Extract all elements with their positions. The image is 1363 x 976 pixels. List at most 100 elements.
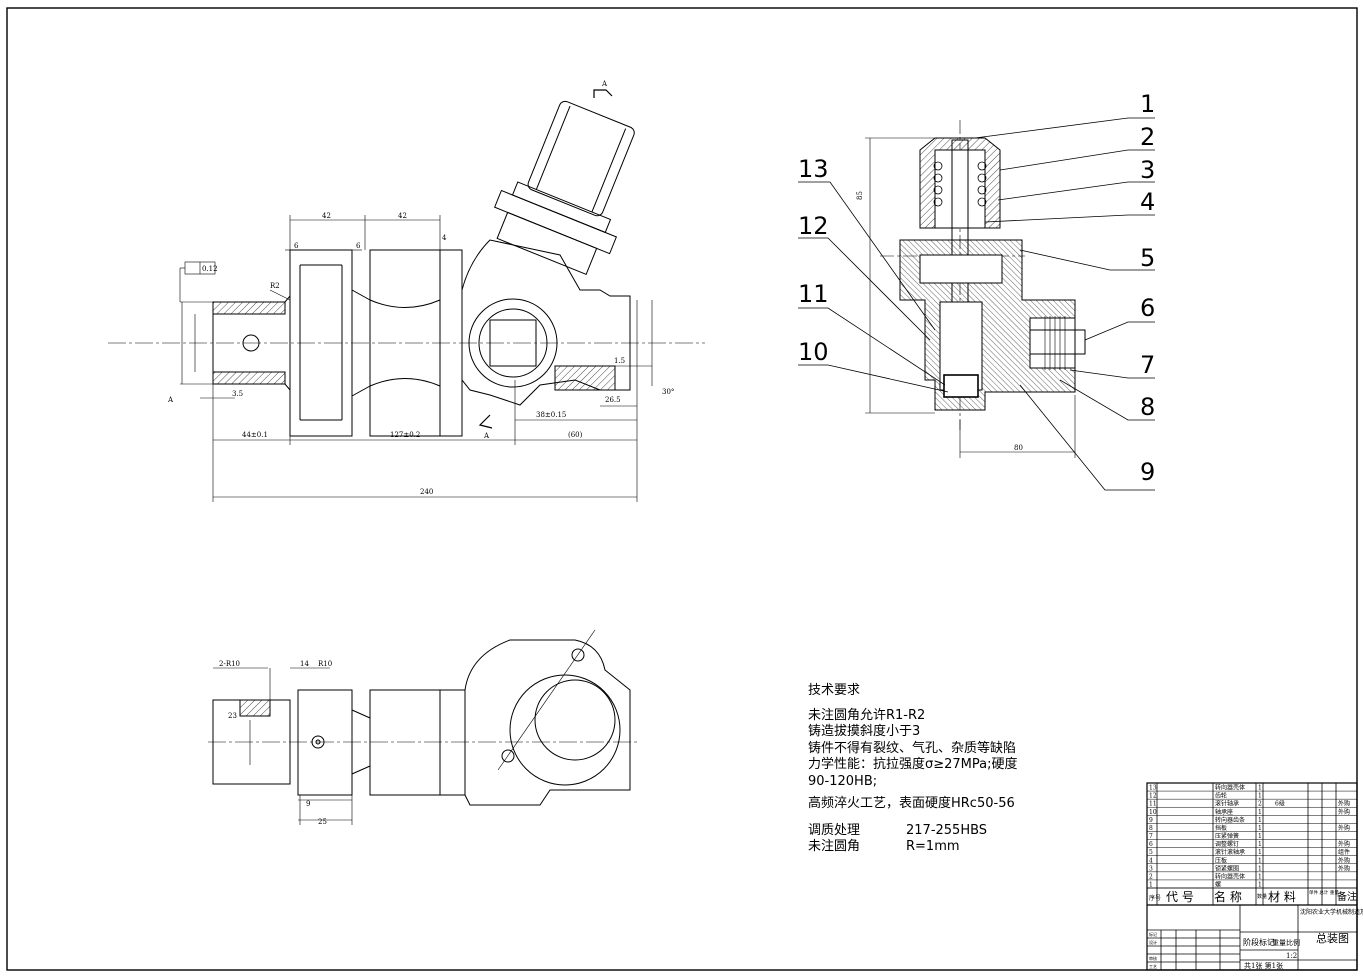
tech-req-treatment: 调质处理 217-255HBS (808, 823, 1138, 840)
role-review: 审核 (1149, 955, 1157, 961)
dim-240: 240 (420, 488, 433, 496)
tech-req-line-4: 力学性能：抗拉强度σ≥27MPa;硬度 (808, 757, 1018, 772)
bom-cell-note: 外购 (1338, 808, 1350, 816)
pinion-square (489, 319, 537, 367)
bom-cell-name: 轴承座 (1215, 808, 1233, 816)
pinion-bore-outer (468, 298, 558, 388)
tech-req-fillet: 未注圆角 R=1mm (808, 839, 1138, 856)
callout-6: 6 (1140, 294, 1155, 322)
pinion-bore-inner (478, 308, 548, 378)
bom-hdr-no: 序号 (1149, 894, 1161, 902)
callout-1: 1 (1140, 90, 1155, 118)
bom-cell-no: 1 (1149, 882, 1153, 889)
bom-hdr-name: 名 称 (1214, 889, 1242, 904)
dim-1-5: 1.5 (614, 357, 625, 365)
bom-cell-qty: 1 (1258, 865, 1262, 872)
rack-end-hatch-top (212, 301, 286, 315)
bom-cell-no: 3 (1149, 865, 1153, 872)
callout-3: 3 (1140, 156, 1155, 184)
spring-coils (933, 161, 987, 207)
dim-85: 85 (856, 191, 864, 200)
section-mark-bottom (478, 414, 493, 429)
sheet-count: 共1张 第1张 (1244, 961, 1283, 970)
bom-cell-name: 齿轮 (1215, 792, 1227, 800)
bom-cell-note: 外购 (1338, 800, 1350, 808)
bom-cell-name: 转向器壳体 (1215, 784, 1245, 792)
tech-req-line-2: 铸造拔摸斜度小于3 (808, 724, 921, 739)
adjuster-assembly (494, 100, 635, 276)
treatment-value: 217-255HBS (906, 822, 988, 838)
callout-2: 2 (1140, 123, 1155, 151)
dim-r10: R10 (318, 660, 332, 668)
role-design: 设计 (1149, 939, 1157, 945)
bom-cell-qty: 1 (1258, 809, 1262, 816)
section-label-bottom: A (483, 432, 490, 440)
section-mark-top (593, 89, 613, 98)
callout-12: 12 (798, 212, 829, 240)
fillet-value: R=1mm (906, 839, 960, 854)
bom-cell-no: 5 (1149, 849, 1153, 856)
rack-hole (242, 334, 260, 352)
bom-cell-qty: 1 (1258, 833, 1262, 840)
tech-req-line-3: 铸件不得有裂纹、气孔、杂质等缺陷 (808, 740, 1017, 756)
front-dimensions (179, 215, 653, 502)
dim-14: 14 (300, 660, 309, 668)
dim-38: 38±0.15 (536, 411, 566, 419)
callout-4: 4 (1140, 188, 1155, 216)
front-view (108, 89, 705, 437)
dim-30deg: 30° (662, 388, 674, 396)
bom-cell-name: 挡板 (1215, 824, 1227, 832)
rack-end-hatch-bottom (212, 371, 286, 385)
bom-cell-no: 12 (1149, 793, 1157, 800)
dim-2-r10: 2-R10 (219, 660, 240, 668)
bom-cell-name: 调整螺钉 (1215, 840, 1239, 848)
bom-hdr-code: 代 号 (1166, 890, 1194, 904)
bom-cell-no: 2 (1149, 873, 1153, 880)
bom-cell-note: 外购 (1338, 856, 1350, 864)
bom-cell-qty: 1 (1258, 857, 1262, 864)
dim-42b: 42 (398, 212, 407, 220)
dim-80: 80 (1014, 444, 1023, 452)
bom-cell-qty: 1 (1258, 817, 1262, 824)
bom-cell-name: 压板 (1215, 856, 1227, 864)
bottom-journal-3 (439, 689, 466, 796)
bottom-journal-2 (369, 689, 441, 796)
dim-60: (60) (568, 431, 583, 439)
bom-cell-qty: 1 (1258, 849, 1262, 856)
dim-25: 25 (318, 818, 327, 826)
drawing-title: 总装图 (1316, 931, 1349, 945)
journal-1-inner (299, 264, 343, 421)
scale-label: 比例 (1286, 938, 1300, 947)
callout-8: 8 (1140, 393, 1155, 421)
bottom-view (208, 629, 640, 806)
dim-23: 23 (228, 712, 237, 720)
bom-cell-name: 螺 (1215, 881, 1221, 889)
role-mark: 标记 (1149, 931, 1157, 937)
bom-cell-no: 6 (1149, 841, 1153, 848)
bom-cell-no: 13 (1149, 785, 1157, 792)
callout-numbers: 1 2 3 4 5 6 7 8 9 10 11 12 13 (798, 90, 1155, 486)
bottom-dimensions (213, 667, 353, 825)
housing-body (461, 239, 631, 406)
bottom-journal-1 (297, 689, 353, 796)
bom-cell-name: 压紧弹簧 (1215, 832, 1239, 840)
bottom-housing (464, 639, 631, 806)
dim-6a: 6 (294, 242, 299, 250)
section-view (880, 120, 1086, 430)
bom-cell-note: 外购 (1338, 840, 1350, 848)
role-process: 工艺 (1149, 964, 1157, 969)
callout-10: 10 (798, 338, 829, 366)
neck-2 (369, 299, 441, 387)
callout-7: 7 (1140, 351, 1155, 379)
bom-cell-no: 11 (1149, 801, 1157, 808)
callout-13: 13 (798, 155, 829, 183)
thrust-rollers (1044, 316, 1066, 370)
housing-section-hatch (554, 365, 616, 391)
bom-cell-name: 转向器壳体 (1215, 872, 1245, 880)
tech-req-line-1: 未注圆角允许R1-R2 (808, 707, 926, 723)
tech-req-line-6: 高频淬火工艺，表面硬度HRc50-56 (808, 796, 1015, 811)
bom-cell-name: 滚针滚轴承 (1215, 848, 1245, 856)
technical-requirements: 技术要求 未注圆角允许R1-R2 铸造拔摸斜度小于3 铸件不得有裂纹、气孔、杂质… (808, 683, 1138, 856)
journal-1 (289, 249, 353, 437)
dim-3-5: 3.5 (232, 390, 243, 398)
